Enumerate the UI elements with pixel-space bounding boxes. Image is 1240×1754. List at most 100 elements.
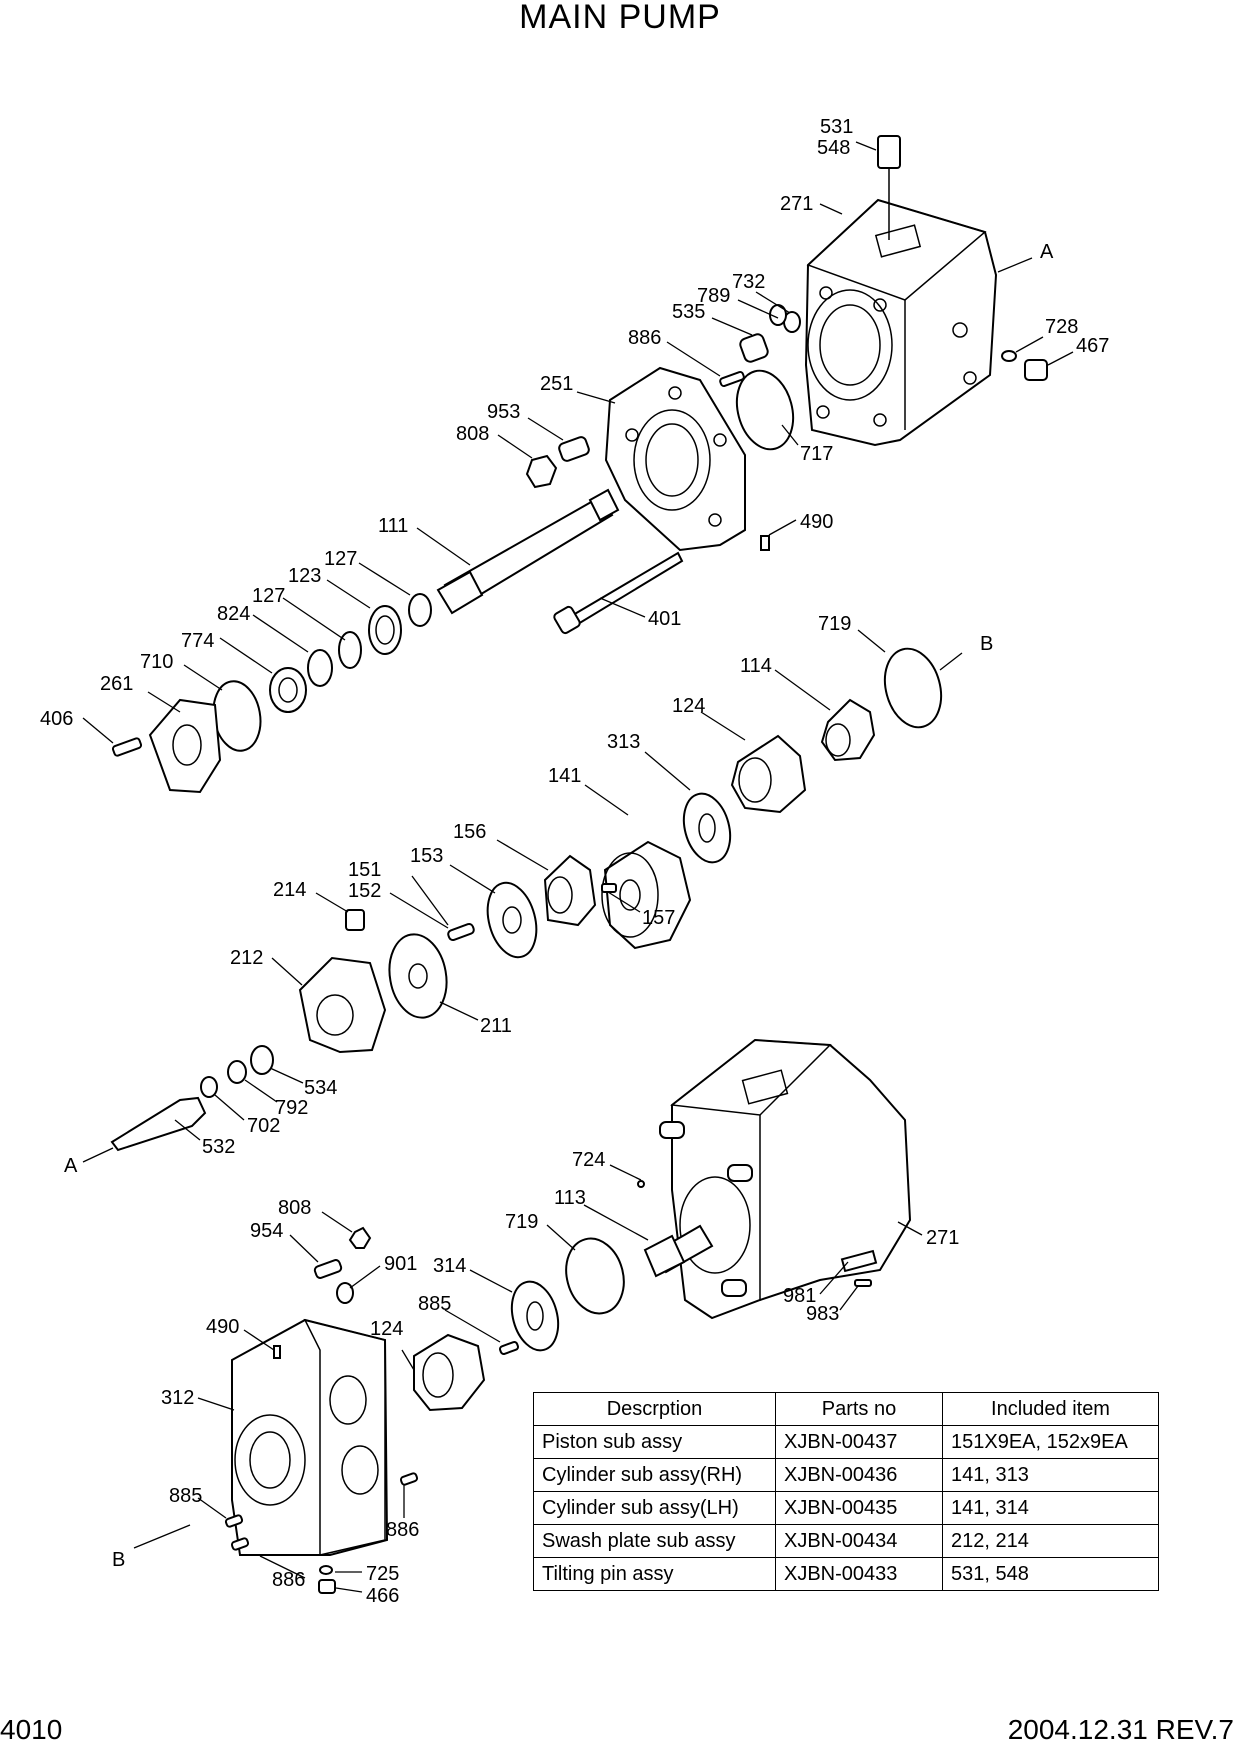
callout: 312 [161, 1387, 194, 1409]
callout: 467 [1076, 335, 1109, 357]
valve-plate-314 [510, 1280, 560, 1352]
pin-490-bottom [273, 1345, 281, 1359]
plug-467 [1024, 359, 1048, 381]
callout: 789 [697, 285, 730, 307]
callout: 981 [783, 1285, 816, 1307]
callout: 724 [572, 1149, 605, 1171]
table-row: Tilting pin assy XJBN-00433 531, 548 [533, 1557, 1159, 1591]
callout: 124 [672, 695, 705, 717]
callout: 271 [780, 193, 813, 215]
callout: 531 [820, 116, 853, 138]
callout: 156 [453, 821, 486, 843]
tilting-pin-531 [877, 135, 901, 240]
screw-954 [313, 1259, 343, 1279]
o-ring-725 [319, 1565, 333, 1575]
callout: 212 [230, 947, 263, 969]
callout: 710 [140, 651, 173, 673]
leader-lines [82, 141, 1074, 1593]
callout: 792 [275, 1097, 308, 1119]
callout: 261 [100, 673, 133, 695]
callout: 808 [456, 423, 489, 445]
callout: 111 [378, 515, 408, 537]
callout: 534 [304, 1077, 337, 1099]
table-cell: XJBN-00437 [775, 1425, 943, 1459]
table-cell: 151X9EA, 152x9EA [942, 1425, 1159, 1459]
table-row: Cylinder sub assy(RH) XJBN-00436 141, 31… [533, 1458, 1159, 1492]
drive-shaft-111 [436, 488, 620, 615]
table-cell: Tilting pin assy [533, 1557, 776, 1591]
callout: 824 [217, 603, 250, 625]
callout: 214 [273, 879, 306, 901]
o-ring-719-bottom [565, 1237, 625, 1315]
callout: 490 [206, 1316, 239, 1338]
callout: 141 [548, 765, 581, 787]
callout: 886 [628, 327, 661, 349]
table-cell: XJBN-00436 [775, 1458, 943, 1492]
spacer-127-b [338, 631, 362, 669]
callout: 127 [252, 585, 285, 607]
callout: 152 [348, 880, 381, 902]
table-cell: 141, 314 [942, 1491, 1159, 1525]
callout: 717 [800, 443, 833, 465]
screw-953 [558, 436, 590, 462]
snap-ring-824 [307, 649, 333, 687]
callout: 901 [384, 1253, 417, 1275]
parts-table: Descrption Parts no Included item Piston… [533, 1392, 1159, 1591]
callout: 314 [433, 1255, 466, 1277]
callout: 157 [642, 907, 675, 929]
piston-151 [447, 922, 475, 942]
callout: 886 [386, 1519, 419, 1541]
revision-date: 2004.12.31 REV.7 [1007, 1714, 1234, 1745]
table-cell: XJBN-00434 [775, 1524, 943, 1558]
callout: 153 [410, 845, 443, 867]
pump-casing-271-assembled [659, 1038, 912, 1320]
valve-plate-313 [682, 792, 732, 864]
table-cell: Piston sub assy [533, 1425, 776, 1459]
bolt-401 [553, 551, 684, 635]
pump-casing-271 [804, 198, 998, 447]
screw-901 [336, 1282, 354, 1304]
pin-886-right [399, 1472, 419, 1486]
pin-885-top [499, 1341, 519, 1355]
callout: 774 [181, 630, 214, 652]
table-row: Cylinder sub assy(LH) XJBN-00435 141, 31… [533, 1491, 1159, 1525]
pin-490-top [760, 535, 770, 551]
callout: 406 [40, 708, 73, 730]
o-ring-717 [735, 369, 795, 451]
callout: 728 [1045, 316, 1078, 338]
shoe-plate-211 [388, 933, 448, 1019]
callout: 251 [540, 373, 573, 395]
spherical-bushing-156 [543, 854, 597, 927]
oil-seal-774 [269, 667, 307, 713]
column-header: Parts no [775, 1392, 943, 1426]
pin-886 [719, 370, 745, 388]
callout: 535 [672, 301, 705, 323]
drive-shaft-113 [643, 1224, 714, 1278]
stopper-534 [250, 1045, 274, 1075]
o-ring-719-top [883, 647, 943, 729]
callout: 114 [740, 655, 772, 677]
callout: 401 [648, 608, 681, 630]
table-cell: XJBN-00435 [775, 1491, 943, 1525]
callout: 954 [250, 1220, 283, 1242]
table-cell: 212, 214 [942, 1524, 1159, 1558]
table-cell: Cylinder sub assy(LH) [533, 1491, 776, 1525]
callout: 466 [366, 1585, 399, 1607]
spacer-127-a [408, 593, 432, 627]
o-ring-728 [1001, 350, 1017, 362]
needle-bearing-124-bottom [413, 1333, 486, 1412]
callout: 127 [324, 548, 357, 570]
pin-885-bottom [224, 1514, 244, 1528]
nut-808-bottom [348, 1226, 372, 1249]
nut-808 [525, 454, 558, 489]
callout: A [64, 1155, 78, 1177]
spline-coupling-114 [820, 698, 876, 762]
table-cell: XJBN-00433 [775, 1557, 943, 1591]
callout: 808 [278, 1197, 311, 1219]
table-header-row: Descrption Parts no Included item [533, 1392, 1159, 1426]
o-ring-702 [200, 1076, 218, 1098]
valve-block-312 [231, 1318, 389, 1556]
callout: 113 [554, 1187, 586, 1209]
table-cell: Cylinder sub assy(RH) [533, 1458, 776, 1492]
